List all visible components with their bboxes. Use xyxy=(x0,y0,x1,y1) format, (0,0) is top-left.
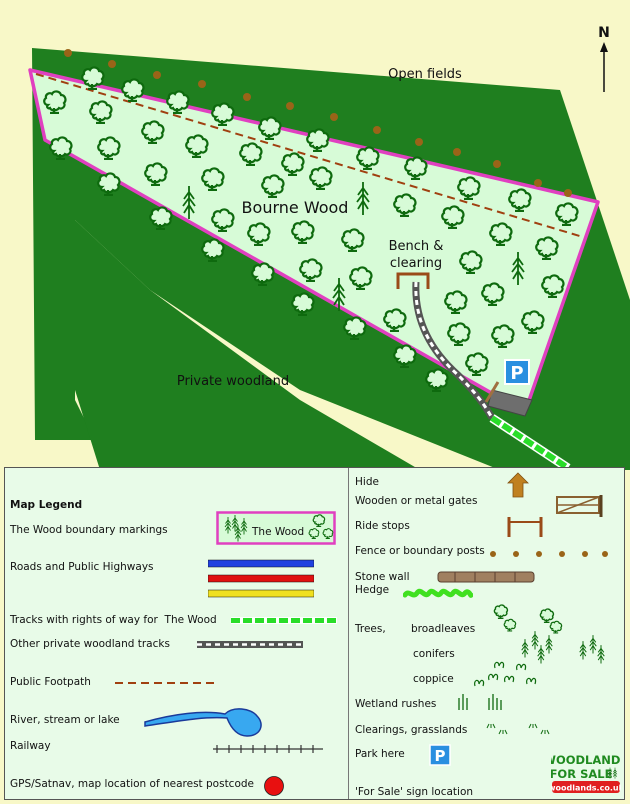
legend-clearings-label: Clearings, grasslands xyxy=(355,724,468,736)
legend-coppice-symbol xyxy=(474,661,537,687)
legend-ride-stops-label: Ride stops xyxy=(355,520,410,532)
legend-wetland-label: Wetland rushes xyxy=(355,698,437,710)
legend-footpath-symbol xyxy=(115,682,219,684)
legend-railway-symbol xyxy=(213,745,323,753)
legend-footpath-label: Public Footpath xyxy=(10,676,91,688)
legend-gates-symbol xyxy=(556,495,603,517)
legend-conifers-label: conifers xyxy=(413,648,455,660)
svg-text:P: P xyxy=(510,363,523,384)
legend-title: Map Legend xyxy=(10,499,83,511)
legend-gps-label: GPS/Satnav, map location of nearest post… xyxy=(10,778,255,790)
legend-hide-symbol xyxy=(507,472,529,498)
svg-text:FOR SALE: FOR SALE xyxy=(551,767,613,781)
legend-broadleaves-label: broadleaves xyxy=(411,623,476,635)
legend-coppice-label: coppice xyxy=(413,673,454,685)
svg-text:WOODLANDS: WOODLANDS xyxy=(551,753,621,767)
wood-name-label: Bourne Wood xyxy=(242,198,349,217)
legend-hide-label: Hide xyxy=(355,476,379,488)
legend-trees-label: Trees, xyxy=(355,623,386,635)
svg-text:The Wood: The Wood xyxy=(251,526,304,538)
legend-ride-stops-symbol xyxy=(507,517,543,537)
legend-stone-wall-label: Stone wall xyxy=(355,571,410,583)
open-fields-label: Open fields xyxy=(388,67,462,82)
legend-railway-label: Railway xyxy=(10,740,51,752)
parking-sign: P xyxy=(504,359,530,385)
svg-text:woodlands.co.uk: woodlands.co.uk xyxy=(551,784,621,793)
legend-river-symbol xyxy=(144,708,262,737)
north-arrow: N xyxy=(598,25,610,92)
legend-wetland-symbol xyxy=(458,694,502,710)
legend-fence-label: Fence or boundary posts xyxy=(355,545,485,557)
legend-for-sale-label: 'For Sale' sign location xyxy=(355,786,474,798)
bench-clearing xyxy=(396,272,430,289)
fence-posts xyxy=(64,49,572,197)
legend-park-label: Park here xyxy=(355,748,405,760)
legend-boundary-label: The Wood boundary markings xyxy=(10,524,168,536)
private-woodland-lower xyxy=(75,220,420,470)
bench-label-line2: clearing xyxy=(390,256,442,271)
map-legend: Map Legend The Wood boundary markings Th… xyxy=(4,467,625,800)
woodlands-logo: WOODLANDS FOR SALE woodlands.co.uk xyxy=(551,753,621,793)
legend-other-tracks-symbol xyxy=(197,641,303,648)
legend-river-label: River, stream or lake xyxy=(10,714,120,726)
legend-fence-symbol xyxy=(490,551,608,557)
legend-park-symbol: P xyxy=(429,744,451,766)
legend-roads-symbol xyxy=(208,559,314,598)
svg-text:N: N xyxy=(598,25,610,41)
svg-text:P: P xyxy=(435,747,446,765)
legend-hedge-label: Hedge xyxy=(355,584,390,596)
legend-tracks-rights-symbol xyxy=(231,617,337,624)
legend-divider xyxy=(348,468,349,799)
gate xyxy=(484,381,500,403)
legend-tracks-rights-label: Tracks with rights of way for The Wood xyxy=(10,614,217,626)
public-footpath xyxy=(35,73,584,238)
bench-label-line1: Bench & xyxy=(389,239,444,254)
legend-other-tracks-label: Other private woodland tracks xyxy=(10,638,170,650)
legend-roads-label: Roads and Public Highways xyxy=(10,561,154,573)
parking-area xyxy=(487,389,533,417)
legend-hedge-symbol xyxy=(403,588,473,598)
legend-gps-symbol xyxy=(264,776,284,796)
legend-clearings-symbol xyxy=(486,723,550,735)
legend-boundary-symbol: The Wood xyxy=(216,511,336,545)
legend-gates-label: Wooden or metal gates xyxy=(355,495,478,507)
legend-stone-wall-symbol xyxy=(437,571,535,583)
private-woodland-label: Private woodland xyxy=(177,374,289,389)
